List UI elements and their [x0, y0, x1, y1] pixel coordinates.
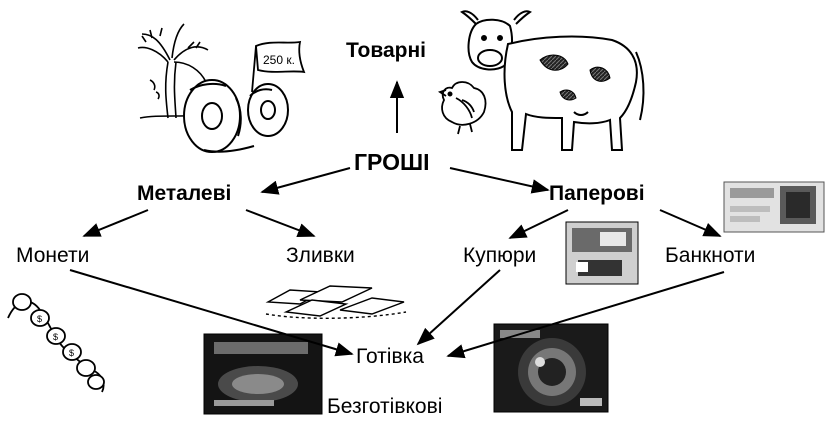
edge-money-paper: [449, 167, 550, 194]
diagram-edges: [69, 80, 725, 359]
svg-text:$: $: [37, 314, 42, 324]
svg-text:$: $: [53, 332, 58, 342]
palm-tree-icon: [137, 23, 211, 119]
node-bills: Купюри: [463, 244, 537, 267]
edge-money-metal: [260, 167, 351, 195]
node-metal: Металеві: [137, 182, 232, 205]
node-cash: Готівка: [356, 345, 424, 368]
edge-paper-bills: [508, 209, 569, 239]
cow-icon: [460, 10, 645, 151]
node-coins: Монети: [16, 244, 90, 267]
price-flag-icon: 250 к.: [251, 40, 306, 93]
node-paper: Паперові: [549, 182, 645, 205]
node-noncash: Безготівкові: [327, 395, 443, 418]
edge-notes-cash: [446, 271, 725, 359]
node-money: ГРОШІ: [354, 149, 430, 175]
bank-card-icon-2: [493, 323, 609, 413]
edge-metal-ingots: [245, 209, 316, 237]
svg-text:$: $: [69, 348, 74, 358]
coin-string-icon: $ $ $: [7, 293, 105, 393]
stone-wheel-money-icon: [183, 79, 289, 153]
flag-text: 250 к.: [263, 53, 295, 67]
edge-metal-coins: [82, 209, 149, 237]
bird-icon: [437, 81, 487, 135]
node-notes: Банкноти: [665, 244, 756, 267]
bank-card-icon: [203, 333, 323, 415]
edge-paper-notes: [659, 209, 722, 237]
node-goods: Товарні: [346, 39, 426, 62]
edge-bills-cash: [416, 269, 501, 346]
banknote-photo-icon: [565, 221, 639, 285]
ingot-pile-icon: [265, 285, 407, 319]
node-ingots: Зливки: [286, 244, 355, 267]
edge-coins-cash: [69, 269, 354, 357]
banknote-photo-icon-2: [723, 181, 825, 233]
